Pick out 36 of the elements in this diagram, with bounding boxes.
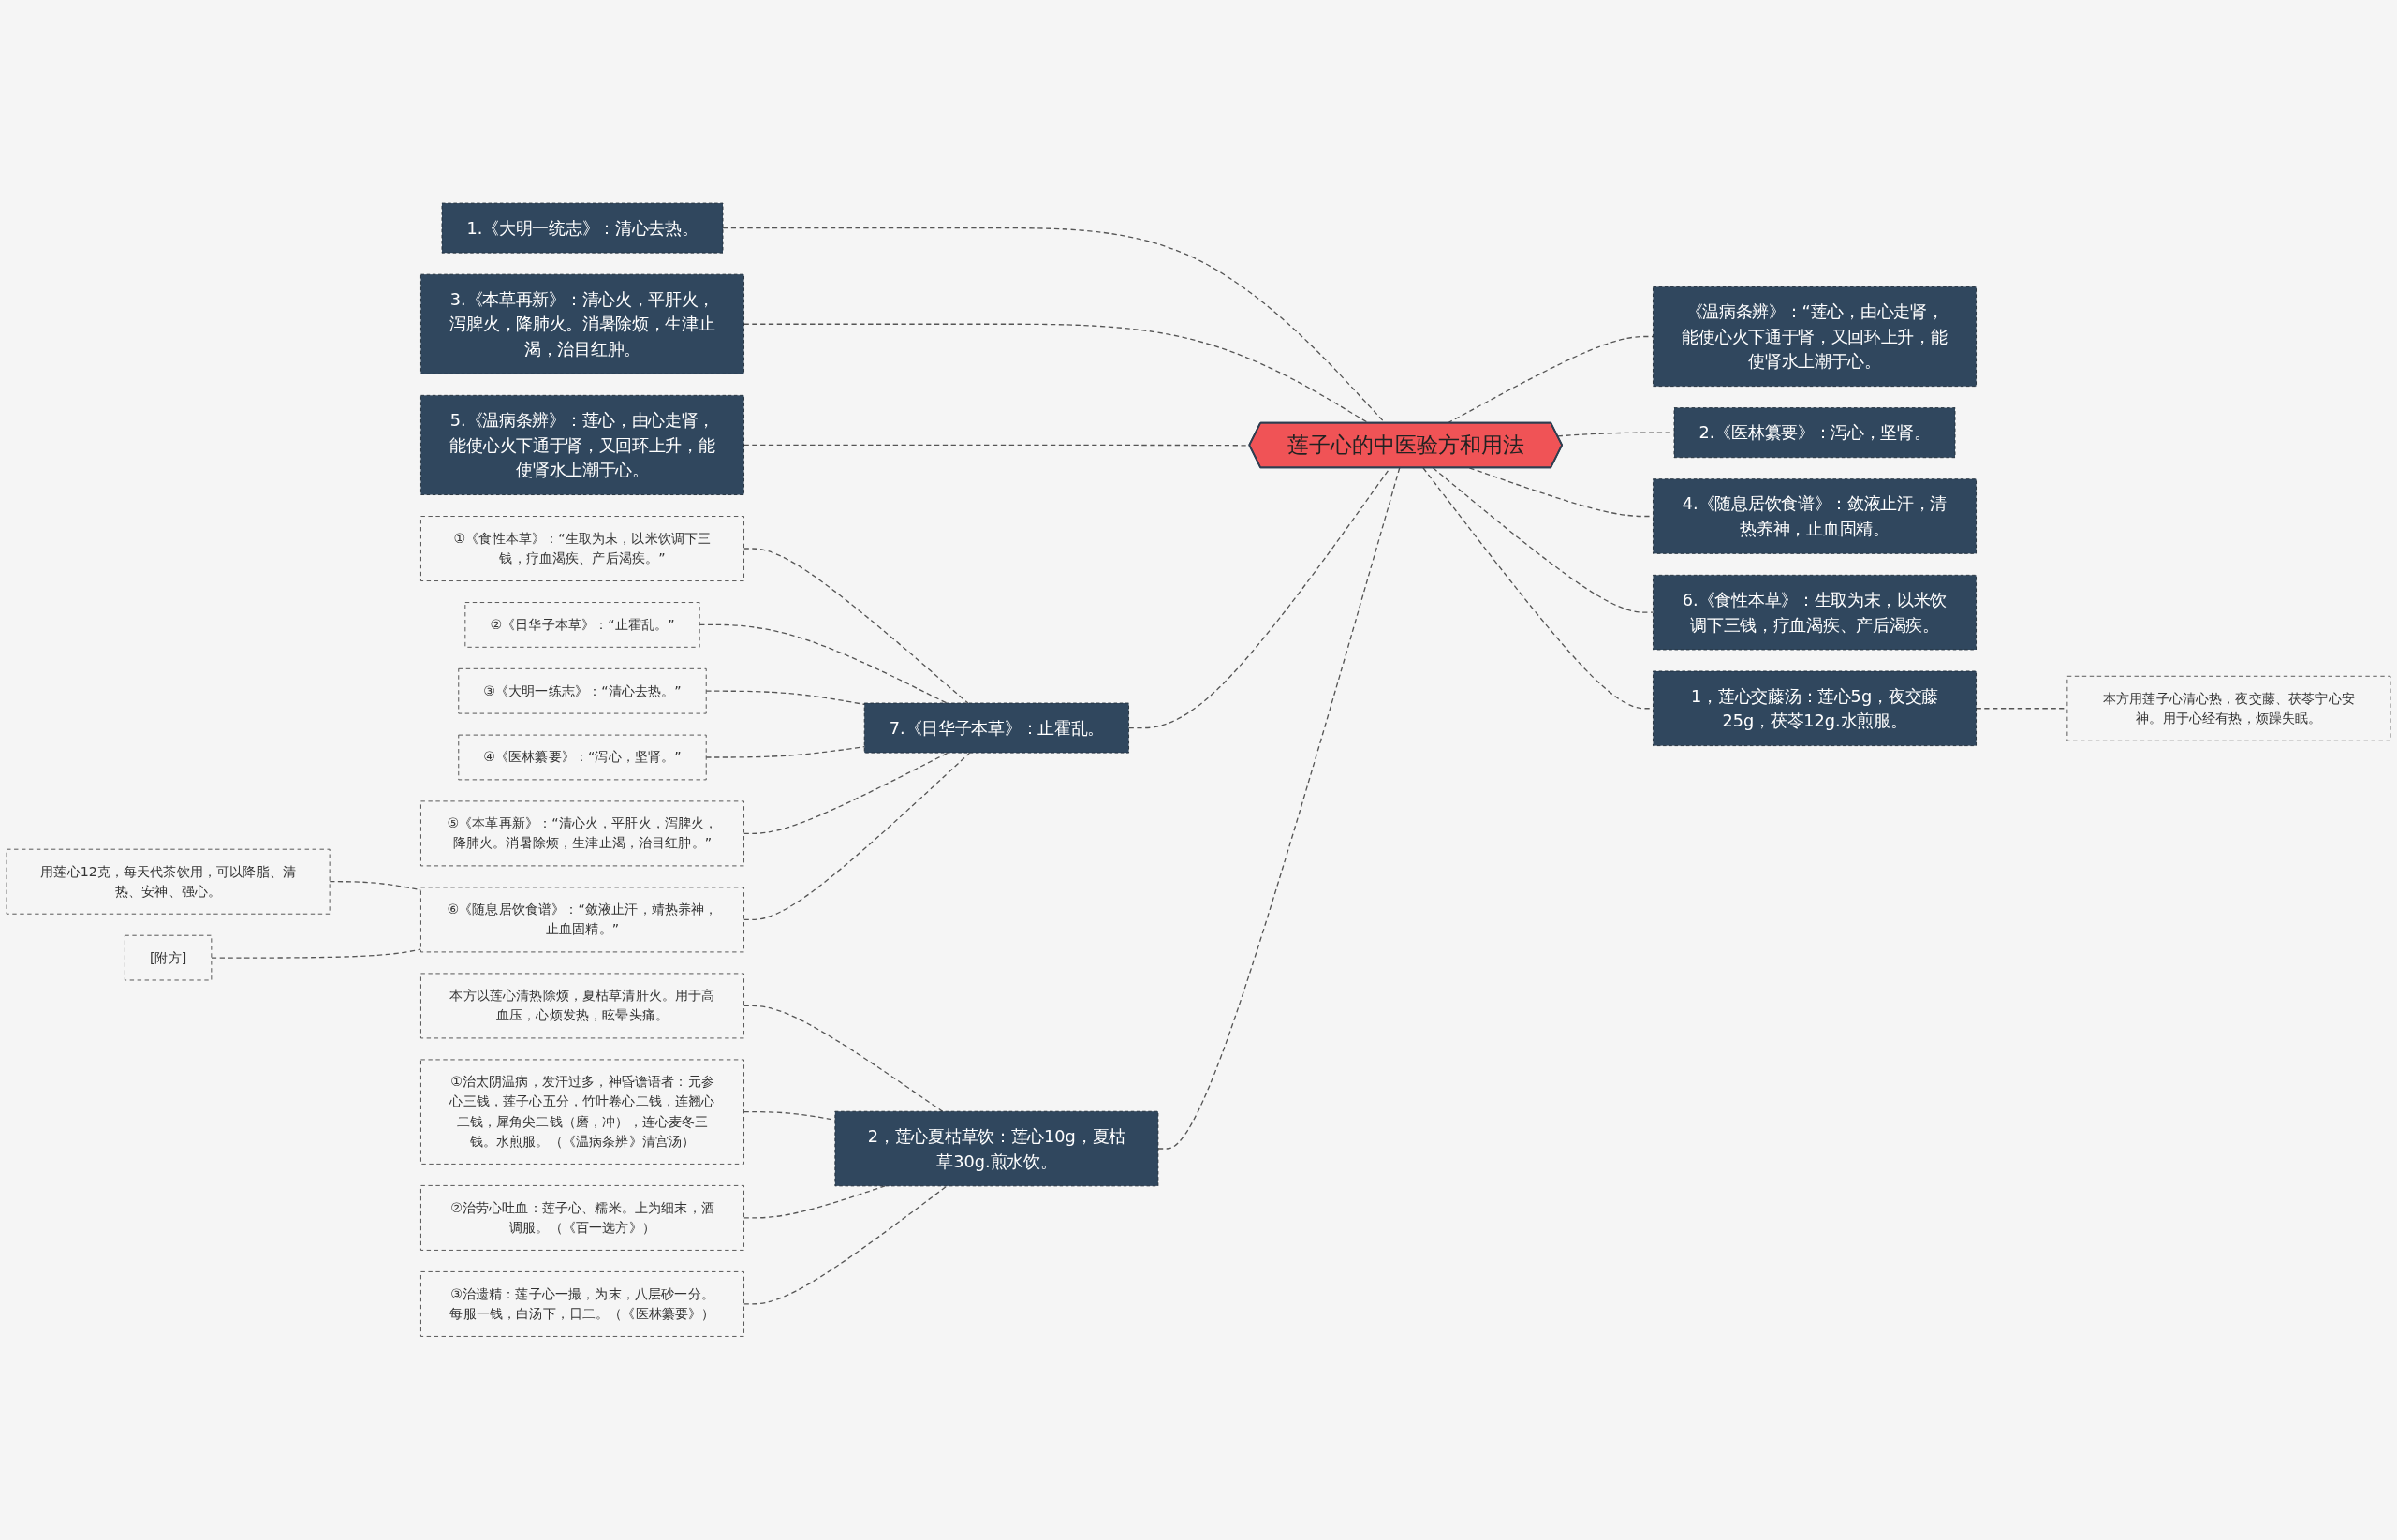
connector xyxy=(1447,336,1654,424)
node-box: ③治遗精：莲子心一撮，为末，八层砂一分。每服一钱，白汤下，日二。（《医林纂要》） xyxy=(420,1271,744,1338)
node-box: ⑥《随息居饮食谱》：“敛液止汗，靖热养神，止血固精。” xyxy=(420,887,744,953)
node-box: 7.《日华子本草》：止霍乱。 xyxy=(863,702,1129,754)
connector xyxy=(699,624,948,704)
connector xyxy=(743,752,971,921)
connector xyxy=(743,752,949,835)
node-box: 本方用莲子心清心热，夜交藤、茯苓宁心安神。用于心经有热，烦躁失眠。 xyxy=(2066,676,2391,741)
connector xyxy=(743,1005,944,1113)
node-box: 2.《医林纂要》：泻心，坚肾。 xyxy=(1673,407,1956,459)
node-box: ④《医林纂要》：“泻心，坚肾。” xyxy=(458,734,707,781)
node-box: ②治劳心吐血：莲子心、糯米。上为细末，酒调服。（《百一选方》） xyxy=(420,1185,744,1252)
node-box: 3.《本草再新》：清心火，平肝火，泻脾火，降肺火。消暑除烦，生津止渴，治目红肿。 xyxy=(420,273,744,374)
connector xyxy=(743,1185,948,1305)
node-box: ①治太阴温病，发汗过多，神昏谵语者：元参心三钱，莲子心五分，竹叶卷心二钱，连翘心二钱，犀角尖二钱（磨，冲），连心麦冬三钱。水煎服。（《温病条辨》清宫汤） xyxy=(420,1059,744,1166)
node-box: 4.《随息居饮食谱》：敛液止汗，清热养神，止血固精。 xyxy=(1653,478,1977,554)
connector xyxy=(705,746,865,758)
node-box: 用莲心12克，每天代茶饮用，可以降脂、清热、安神、强心。 xyxy=(6,849,331,915)
connector xyxy=(1157,467,1401,1150)
node-box: 本方以莲心清热除烦，夏枯草清肝火。用于高血压，心烦发热，眩晕头痛。 xyxy=(420,973,744,1039)
connector xyxy=(705,690,865,706)
node-box: 《温病条辨》：“莲心，由心走肾，能使心火下通于肾，又回环上升，能使肾水上潮于心。 xyxy=(1653,286,1977,388)
connector xyxy=(743,548,969,704)
connector xyxy=(1422,467,1654,710)
node-box: ②《日华子本草》：“止霍乱。” xyxy=(464,602,700,648)
connector xyxy=(211,948,422,959)
node-box: 1，莲心交藤汤：莲心5g，夜交藤25g，茯苓12g.水煎服。 xyxy=(1653,670,1977,747)
node-box: ③《大明一练志》：“清心去热。” xyxy=(458,668,707,714)
node-box: 2，莲心夏枯草饮：莲心10g，夏枯草30g.煎水饮。 xyxy=(834,1111,1159,1187)
connector xyxy=(1432,467,1654,614)
node-box: 1.《大明一统志》：清心去热。 xyxy=(441,202,724,254)
node-box: 5.《温病条辨》：莲心，由心走肾，能使心火下通于肾，又回环上升，能使肾水上潮于心。 xyxy=(420,395,744,496)
node-box: 6.《食性本草》：生取为末，以米饮调下三钱，疗血渴疾、产后渴疾。 xyxy=(1653,575,1977,651)
node-box: ⑤《本革再新》：“清心火，平肝火，泻脾火，降肺火。消暑除烦，生津止渴，治目红肿。” xyxy=(420,800,744,867)
node-box: ①《食性本草》：“生取为末，以米饮调下三钱，疗血渴疾、产后渴疾。” xyxy=(420,516,744,582)
node-box: [附方] xyxy=(124,935,213,981)
